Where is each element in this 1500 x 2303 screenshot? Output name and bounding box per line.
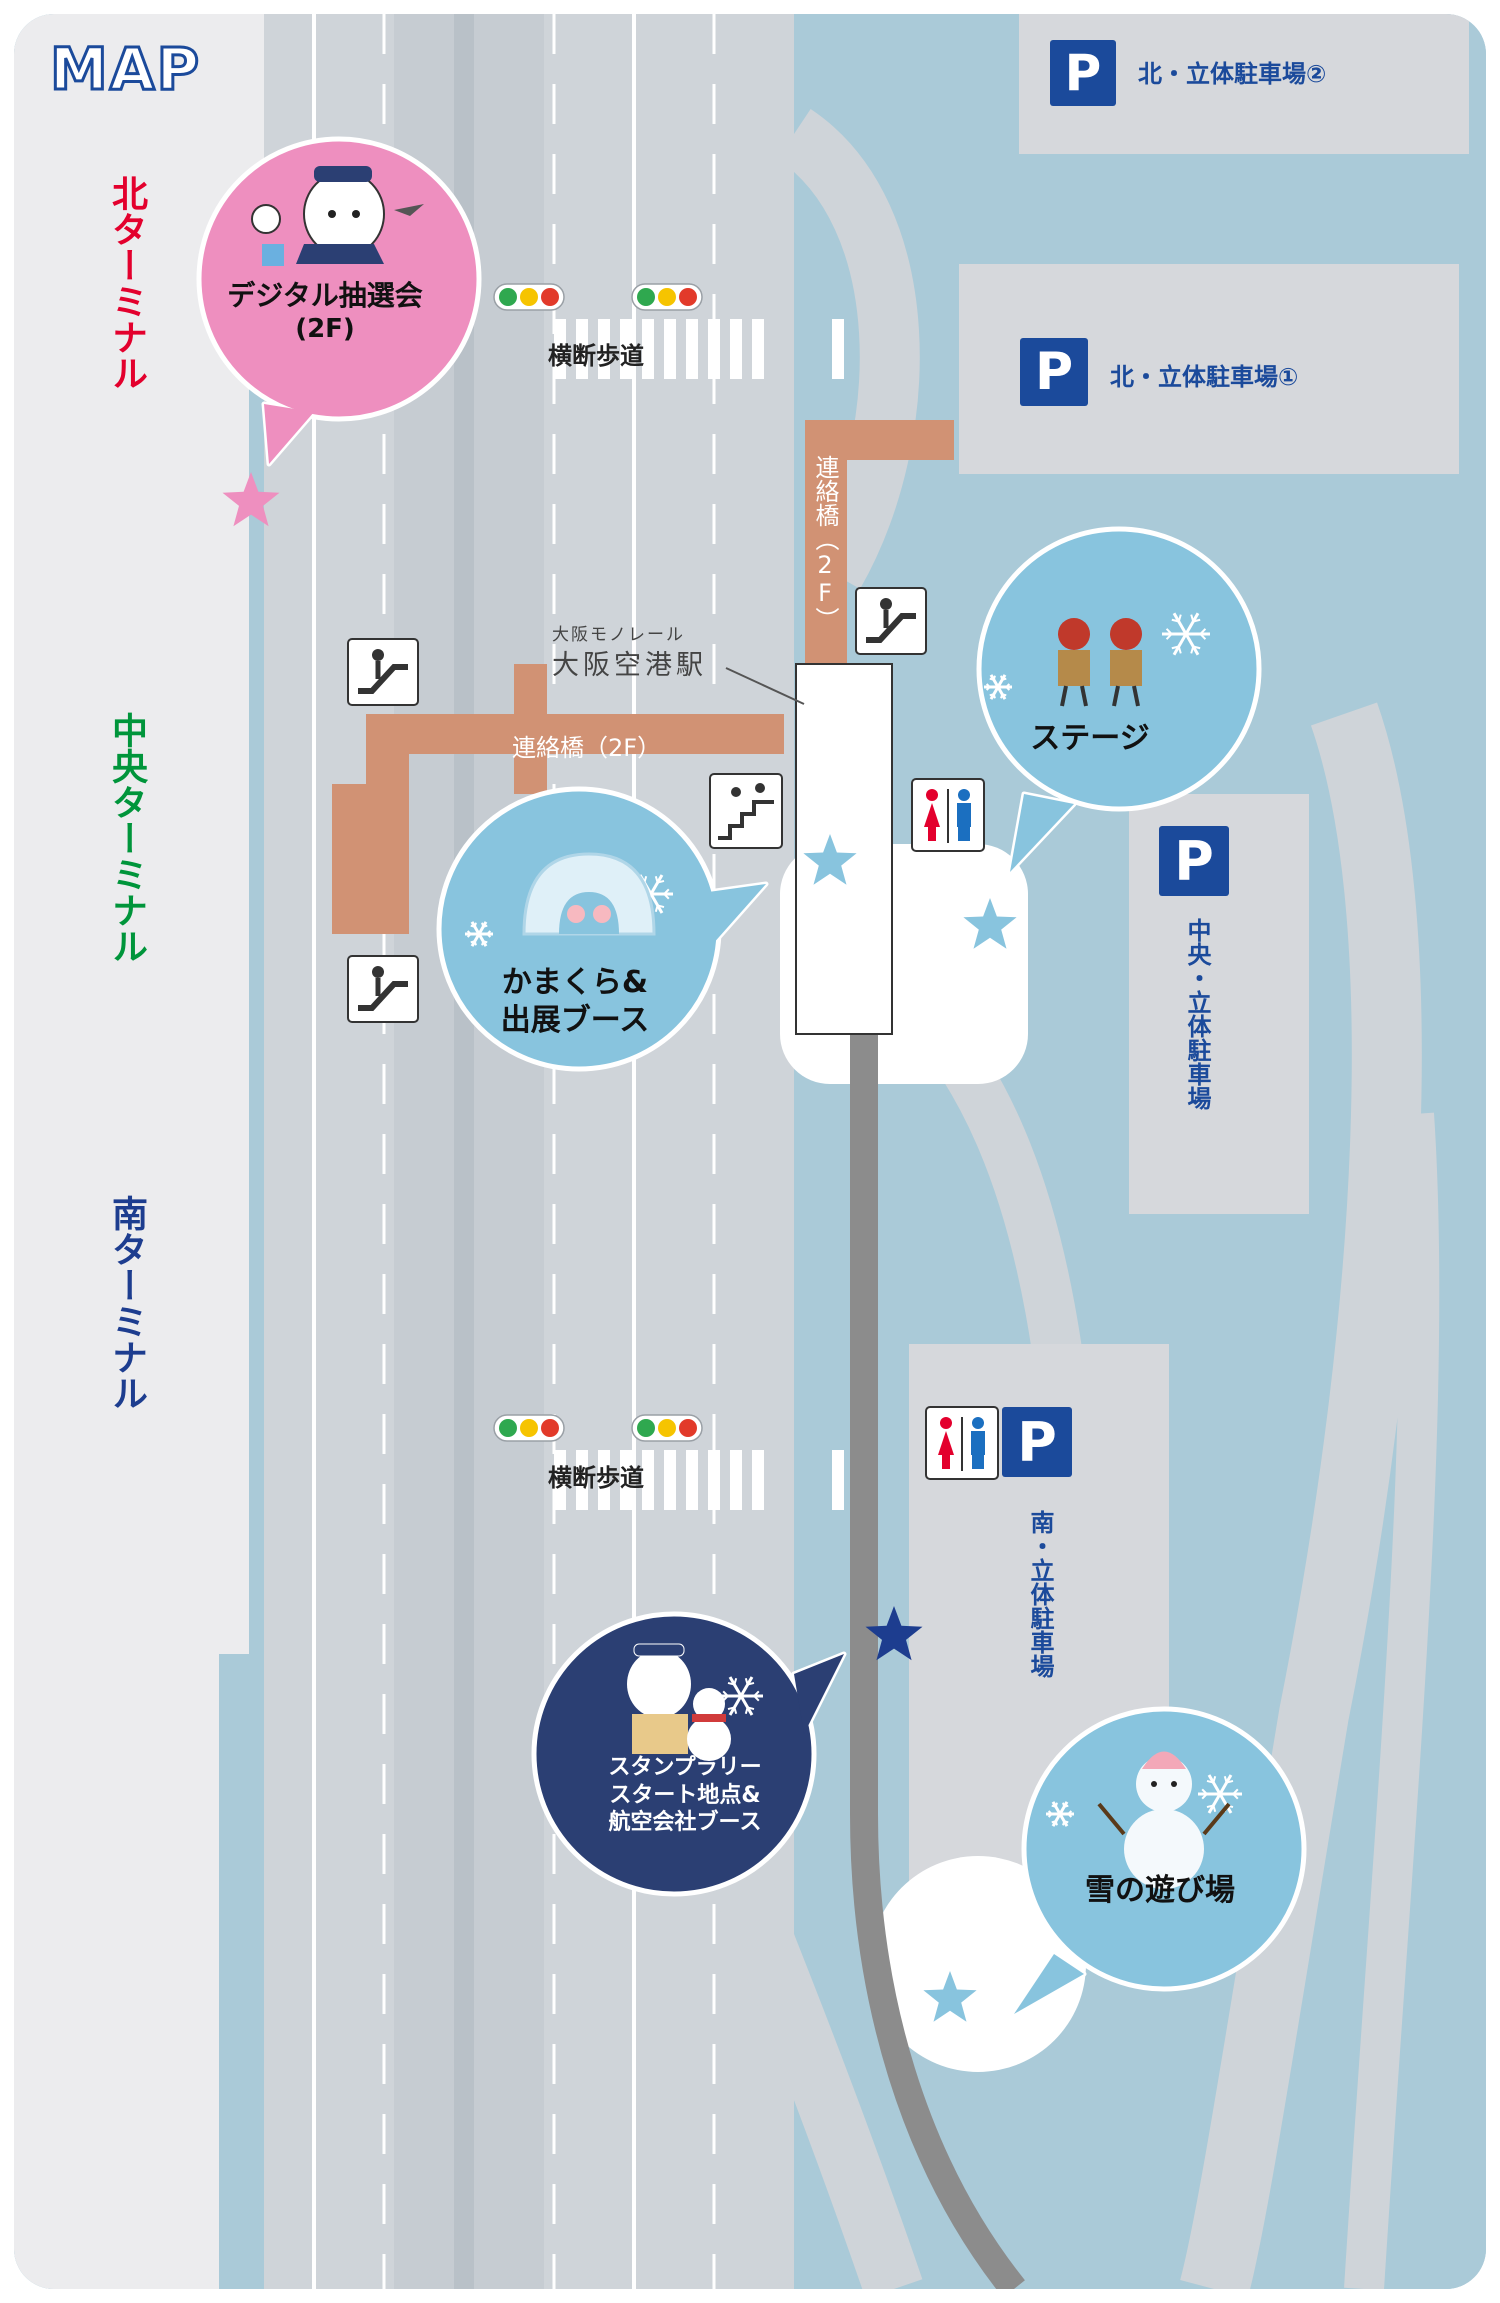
- restroom-icon-south: [925, 1406, 999, 1480]
- parking-south-label: 南・立体駐車場: [1026, 1510, 1054, 1678]
- map-title: MAP: [48, 34, 202, 105]
- escalator-icon-upper-left: [347, 638, 419, 706]
- crosswalk-north-label: 横断歩道: [548, 342, 644, 370]
- terminal-south-label: 南ターミナル: [106, 1195, 147, 1411]
- namahage-icon: [1058, 618, 1142, 707]
- lottery-location-star: [222, 472, 280, 527]
- restroom-icon-central: [911, 778, 985, 852]
- kamakura-bubble-text: かまくら& 出展ブース: [465, 964, 685, 1039]
- parking-north2-icon: P: [1050, 40, 1116, 106]
- bridge-main-stub: [514, 664, 547, 724]
- snow-area-plaza: [870, 1856, 1086, 2072]
- snow-bubble-text: 雪の遊び場: [1050, 1872, 1270, 1910]
- map-frame: [14, 14, 1486, 2289]
- stamp-mascot-icon: [627, 1643, 731, 1761]
- stamp-line2: スタート地点&: [609, 1782, 761, 1808]
- traffic-light-south-right: [631, 1414, 703, 1442]
- highway: [1344, 1112, 1440, 2289]
- stage-line1: ステージ: [1030, 721, 1150, 756]
- traffic-light-north-right: [631, 283, 703, 311]
- bridge-main-label: 連絡橋（2F）: [512, 734, 662, 762]
- stamp-bubble-text: スタンプラリー スタート地点& 航空会社ブース: [570, 1754, 800, 1837]
- crosswalk-south-stripes-generated: [554, 1450, 844, 1510]
- stamp-line3: 航空会社ブース: [608, 1810, 762, 1835]
- snow-location-star: [923, 1971, 977, 2022]
- snowflake-icon: [465, 921, 493, 947]
- escalator-icon-lower-left: [347, 955, 419, 1023]
- road-divider: [454, 14, 474, 2289]
- snowflake-icon: [1162, 612, 1210, 656]
- bridge-main: [332, 714, 784, 934]
- parking-north2-label: 北・立体駐車場②: [1138, 60, 1327, 88]
- kamakura-line2: 出展ブース: [500, 1002, 650, 1038]
- ramp: [776, 109, 920, 589]
- snowman-icon: [1097, 1751, 1231, 1889]
- mascot-icon: [251, 166, 424, 266]
- traffic-light-south-left: [493, 1414, 565, 1442]
- escalator-icon-station: [855, 587, 927, 655]
- parking-south-icon: P: [1002, 1407, 1072, 1477]
- highway: [1180, 702, 1422, 2289]
- station-star: [803, 834, 857, 885]
- terminal-central-label: 中央ターミナル: [106, 712, 147, 964]
- lottery-line2: (2F): [295, 314, 355, 344]
- kamakura-line1: かまくら&: [501, 965, 649, 1000]
- crosswalk-north-stripes-generated: [554, 319, 844, 379]
- snowflake-icon: [1046, 1801, 1074, 1827]
- station-name-large: 大阪空港駅: [552, 650, 707, 681]
- traffic-light-north-left: [493, 283, 565, 311]
- snowflake-icon: [984, 674, 1012, 700]
- station-platform: [795, 663, 893, 1035]
- parking-central-label: 中央・立体駐車場: [1183, 918, 1211, 1110]
- parking-north1-label: 北・立体駐車場①: [1110, 363, 1299, 391]
- stamp-line1: スタンプラリー: [608, 1755, 762, 1780]
- lottery-line1: デジタル抽選会: [227, 279, 423, 312]
- terminal-north-label: 北ターミナル: [106, 175, 147, 391]
- stage-bubble-text: ステージ: [1000, 720, 1180, 758]
- bridge-upper-label: 連絡橋（2F）: [811, 455, 839, 631]
- map-base: [14, 14, 1486, 2289]
- parking-central-icon: P: [1159, 826, 1229, 896]
- stage-location-star: [963, 898, 1017, 949]
- igloo-icon: [522, 852, 656, 936]
- snow-line1: 雪の遊び場: [1085, 1873, 1235, 1908]
- terminal-building: [14, 14, 264, 2289]
- snowflake-icon: [719, 1676, 763, 1716]
- stamp-location-star: [865, 1606, 923, 1661]
- parking-north1-icon: P: [1020, 338, 1088, 406]
- station-callout-line: [725, 667, 805, 705]
- lottery-bubble-text: デジタル抽選会 (2F): [185, 278, 465, 346]
- stairs-icon: [709, 773, 783, 849]
- bridge-upper: [805, 420, 954, 664]
- crosswalk-south-label: 横断歩道: [548, 1464, 644, 1492]
- monorail-track: [850, 1014, 1025, 2289]
- station-name-small: 大阪モノレール: [552, 625, 685, 645]
